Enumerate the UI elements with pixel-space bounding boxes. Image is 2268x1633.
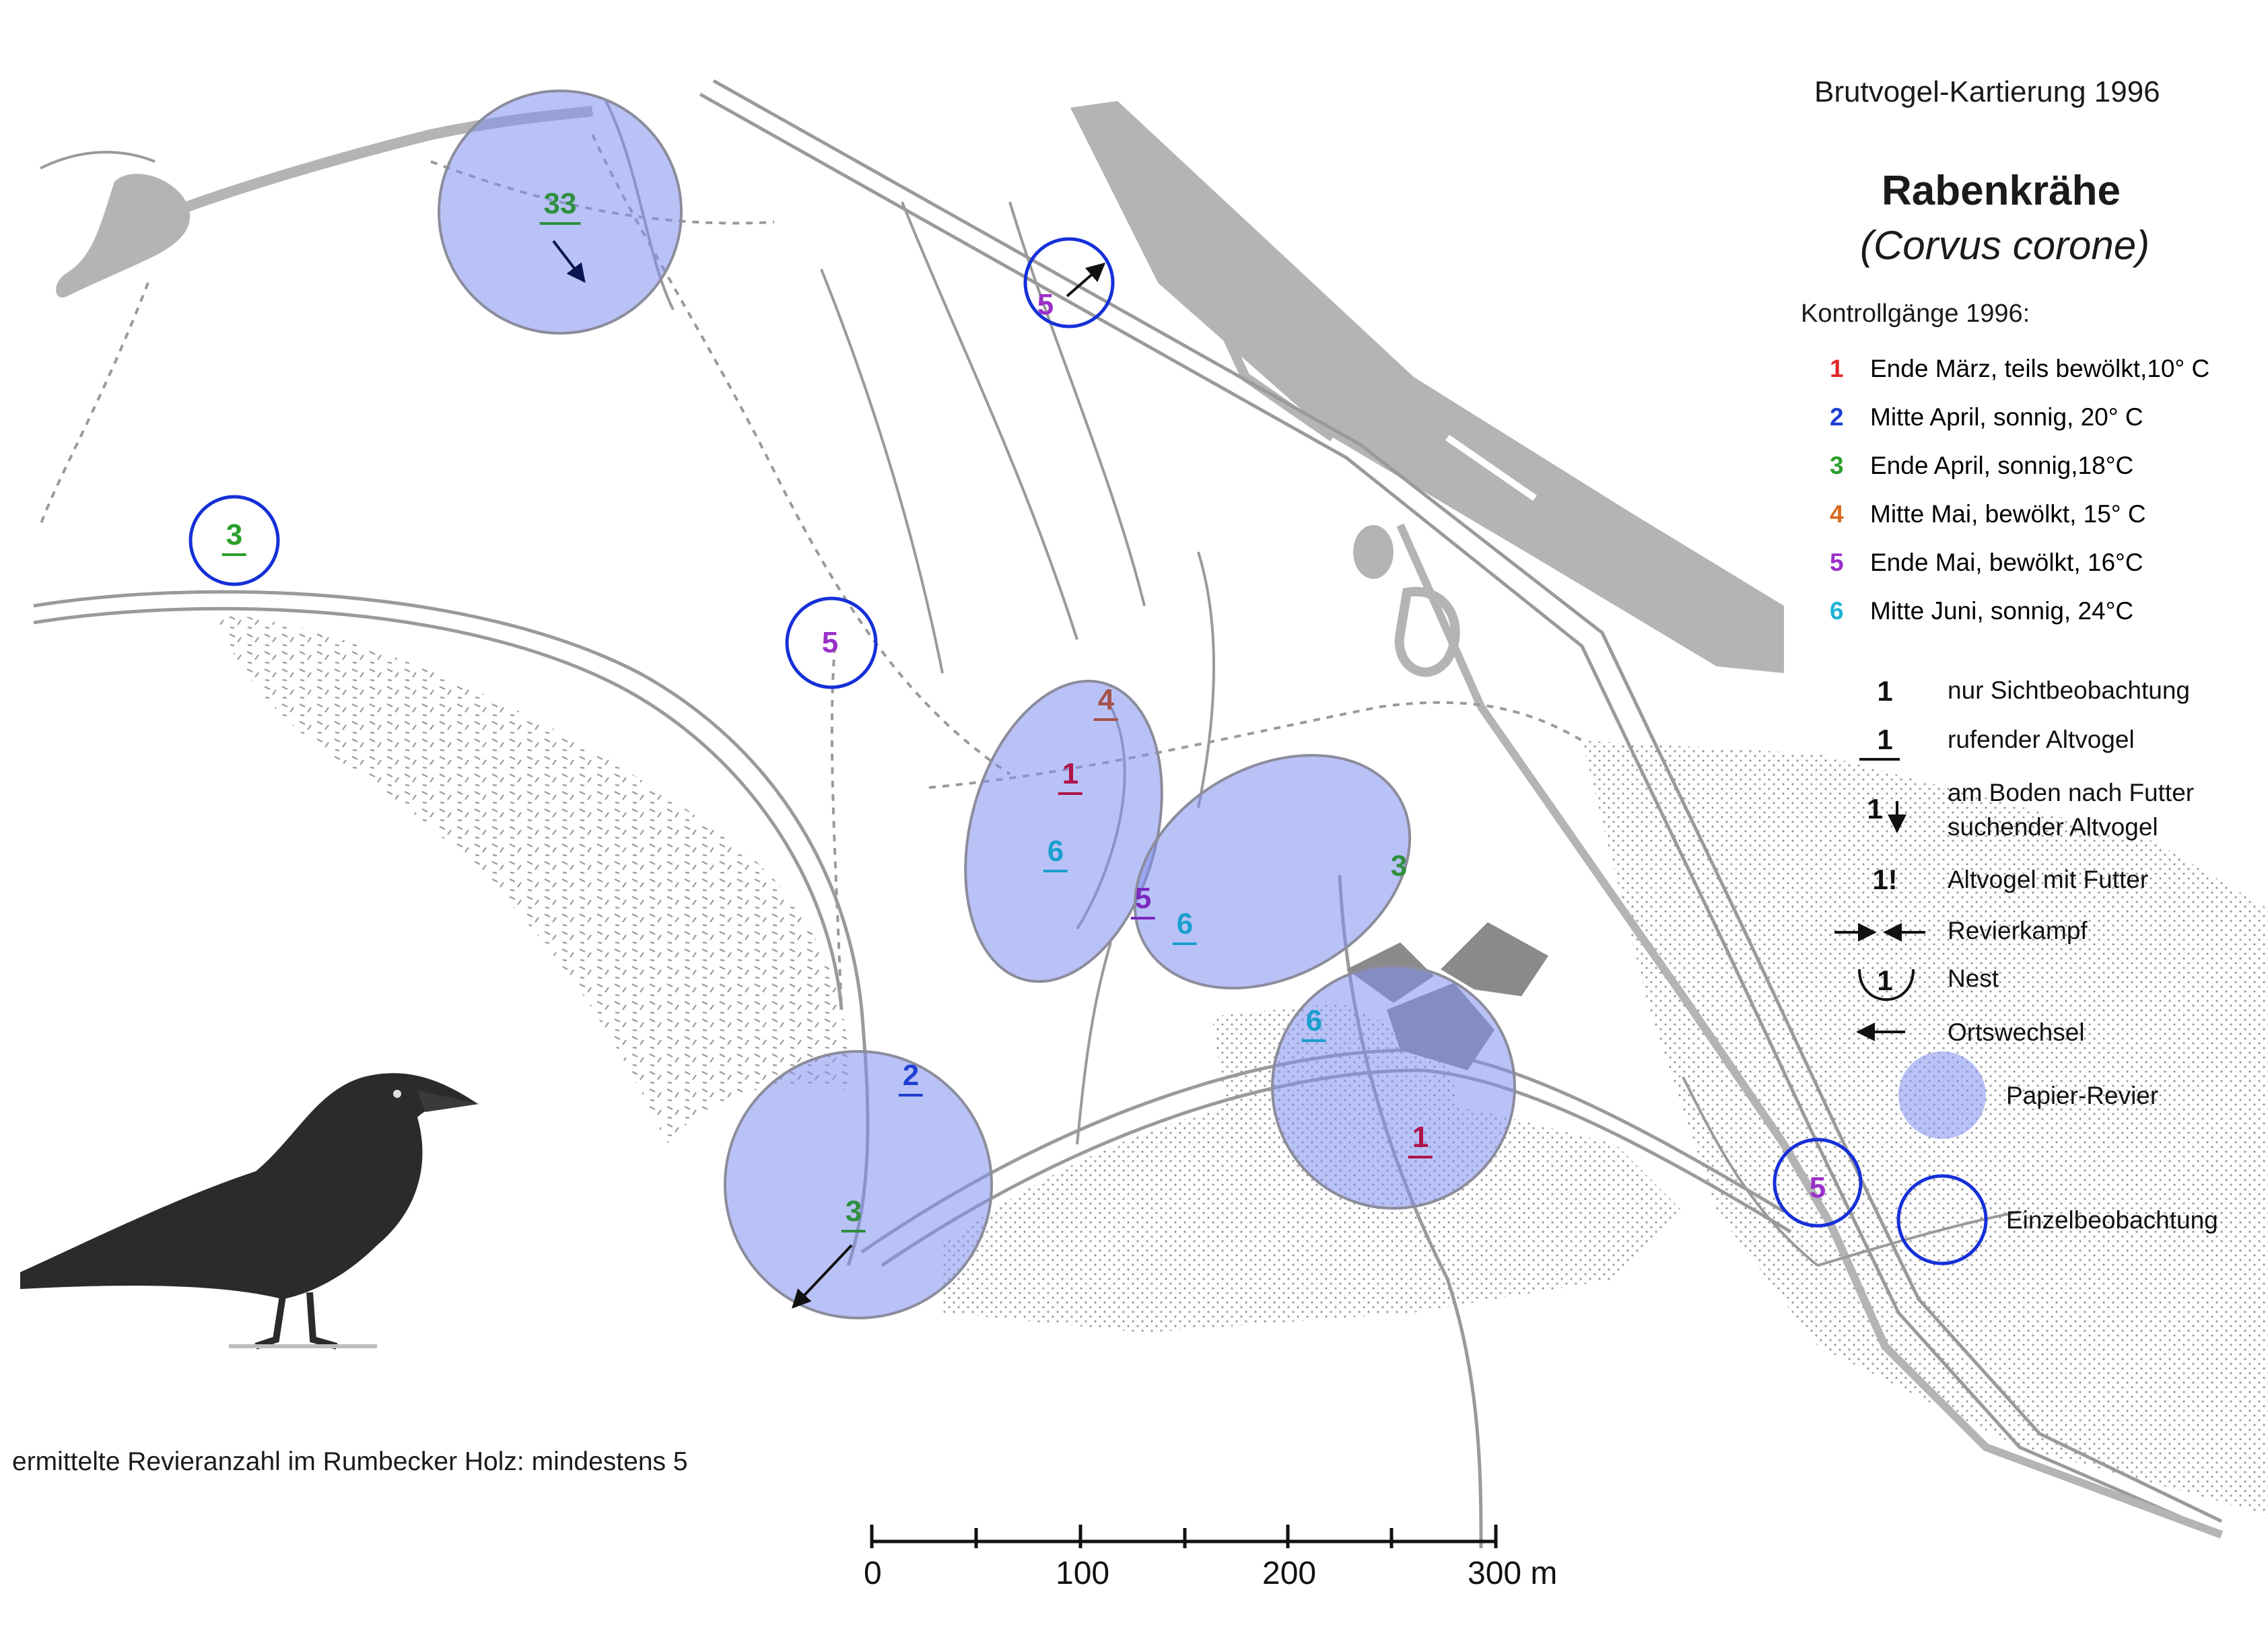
pond-ring: [1394, 586, 1460, 677]
visit-label: Mitte Mai, bewölkt, 15° C: [1870, 500, 2146, 528]
marker-t5-3: 3: [841, 1195, 866, 1232]
legend-sight-symbol: 1: [1877, 675, 1893, 707]
species-name: Rabenkrähe: [1882, 168, 2121, 214]
marker-t5-2: 2: [898, 1059, 924, 1097]
visit-num: 4: [1830, 500, 1844, 528]
territory-5: [724, 1050, 993, 1319]
species-latin: (Corvus corone): [1860, 223, 2150, 268]
legend-calling-label: rufender Altvogel: [1948, 726, 2135, 753]
visit-num: 2: [1830, 403, 1844, 431]
scale-label-200: 200: [1262, 1556, 1317, 1591]
marker-t1: 33: [539, 187, 581, 225]
legend-single-obs-label: Einzelbeobachtung: [2006, 1206, 2218, 1234]
scale-bar: [870, 1525, 1498, 1548]
legend-sight-label: nur Sichtbeobachtung: [1948, 676, 2190, 704]
visit-3: 3 Ende April, sonnig,18°C: [1830, 452, 2133, 480]
marker-single-4: 5: [1809, 1171, 1826, 1204]
legend-nest-symbol: 1: [1877, 965, 1893, 996]
meadow-dashed: [215, 613, 848, 1144]
visit-1: 1 Ende März, teils bewölkt,10° C: [1830, 355, 2209, 383]
single-obs-4: [1773, 1138, 1863, 1228]
marker-t3-6: 6: [1172, 907, 1198, 945]
pond: [56, 174, 191, 298]
visit-label: Mitte April, sonnig, 20° C: [1870, 403, 2143, 431]
visit-5: 5 Ende Mai, bewölkt, 16°C: [1830, 549, 2143, 577]
marker-t3-3: 3: [1390, 849, 1408, 882]
single-observations: [188, 237, 1863, 1228]
scale-label-300: 300 m: [1468, 1556, 1558, 1591]
legend-graphics: [1834, 758, 1988, 1265]
marker-single-2: 3: [221, 518, 247, 556]
visit-2: 2 Mitte April, sonnig, 20° C: [1830, 403, 2143, 431]
marker-single-1: 5: [1037, 288, 1054, 321]
scale-label-0: 0: [864, 1556, 882, 1591]
single-obs-3: [785, 596, 878, 689]
legend-fight-label: Revierkampf: [1948, 917, 2088, 944]
marker-t3-5: 5: [1130, 882, 1156, 919]
railway-line: [1396, 523, 2224, 1539]
crow-illustration: [20, 1073, 479, 1350]
visit-6: 6 Mitte Juni, sonnig, 24°C: [1830, 597, 2133, 625]
legend-food-label: Altvogel mit Futter: [1948, 866, 2149, 893]
visit-4: 4 Mitte Mai, bewölkt, 15° C: [1830, 500, 2146, 528]
territory-4: [1271, 965, 1516, 1210]
single-obs-1: [1023, 237, 1115, 328]
visit-label: Mitte Juni, sonnig, 24°C: [1870, 597, 2134, 625]
marker-t4-1: 1: [1408, 1121, 1433, 1158]
legend-single-obs: [1896, 1174, 1988, 1265]
legend-foraging-label-1: am Boden nach Futter: [1948, 779, 2195, 806]
visit-num: 1: [1830, 355, 1844, 382]
visit-label: Ende April, sonnig,18°C: [1870, 452, 2134, 479]
movement-arrows: [552, 240, 1106, 1309]
visit-label: Ende März, teils bewölkt,10° C: [1870, 355, 2210, 382]
marker-t2-6: 6: [1043, 835, 1068, 872]
legend-nest-label: Nest: [1948, 965, 1999, 992]
legend-move-label: Ortswechsel: [1948, 1018, 2085, 1046]
single-obs-2: [188, 495, 280, 586]
territory-1: [438, 90, 683, 335]
roads: [33, 79, 2223, 1549]
marker-t2-1: 1: [1058, 757, 1083, 795]
legend-territory-label: Papier-Revier: [2006, 1082, 2159, 1109]
river: [1070, 101, 1784, 673]
marker-single-3: 5: [821, 626, 839, 659]
scale-label-100: 100: [1056, 1556, 1110, 1591]
legend-territory: [1898, 1051, 1986, 1139]
legend-foraging-symbol: 1: [1867, 793, 1883, 825]
visit-num: 3: [1830, 452, 1844, 479]
marker-t2-4: 4: [1093, 683, 1119, 721]
nest-symbol: [1858, 969, 1915, 1001]
visit-label: Ende Mai, bewölkt, 16°C: [1870, 549, 2143, 576]
pond-small: [1353, 525, 1394, 579]
legend-food-symbol: 1!: [1872, 864, 1898, 895]
marker-t4-6: 6: [1301, 1004, 1327, 1042]
visit-num: 5: [1830, 549, 1844, 576]
territories: [438, 90, 1516, 1319]
map-title: Brutvogel-Kartierung 1996: [1814, 75, 2160, 108]
legend-foraging-label-2: suchender Altvogel: [1948, 813, 2158, 841]
legend-calling-symbol: 1: [1877, 724, 1893, 755]
visit-num: 6: [1830, 597, 1844, 625]
territory-count-note: ermittelte Revieranzahl im Rumbecker Hol…: [12, 1447, 688, 1476]
visits-title: Kontrollgänge 1996:: [1801, 300, 2030, 328]
territory-3: [1133, 754, 1412, 989]
